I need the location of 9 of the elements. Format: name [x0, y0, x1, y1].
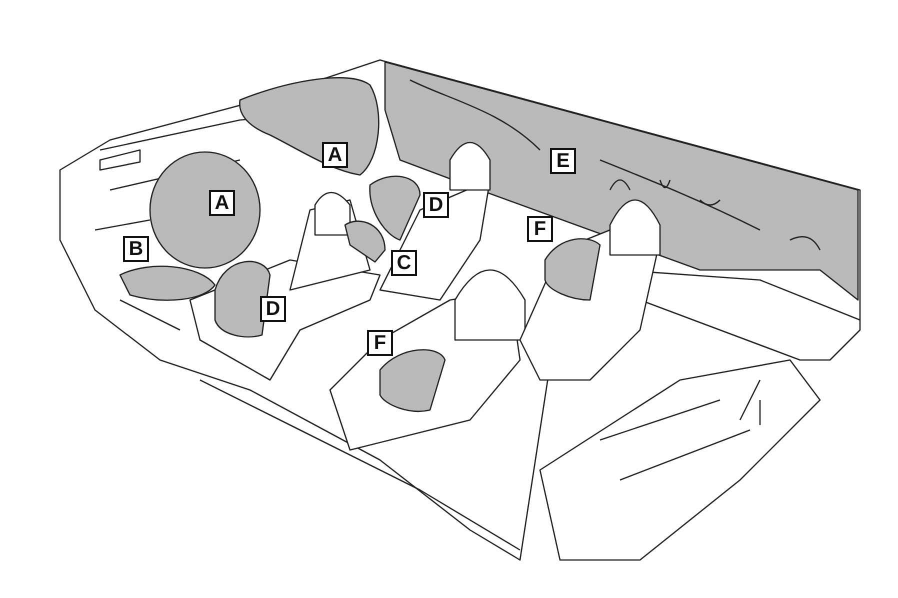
callout-letter: D — [260, 296, 286, 322]
callout-letter: D — [423, 192, 449, 218]
callout-letter: F — [527, 216, 553, 242]
callout-letter: C — [391, 250, 417, 276]
callout-letter: E — [550, 148, 576, 174]
callout-letter: F — [367, 330, 393, 356]
callout-letter: B — [123, 236, 149, 262]
callout-letter: A — [209, 190, 235, 216]
callout-letter: A — [322, 142, 348, 168]
